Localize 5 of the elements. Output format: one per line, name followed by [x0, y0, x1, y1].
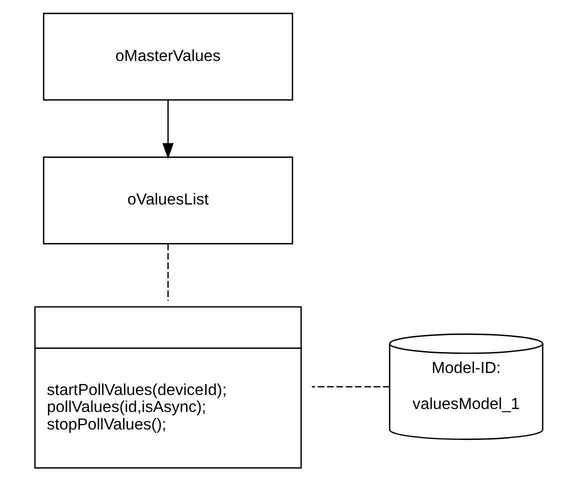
node-box: oMasterValues: [42, 12, 293, 101]
connector: [166, 244, 168, 301]
connector: [311, 386, 390, 388]
node-box: oValuesList: [42, 156, 293, 244]
arrow: [162, 100, 174, 160]
